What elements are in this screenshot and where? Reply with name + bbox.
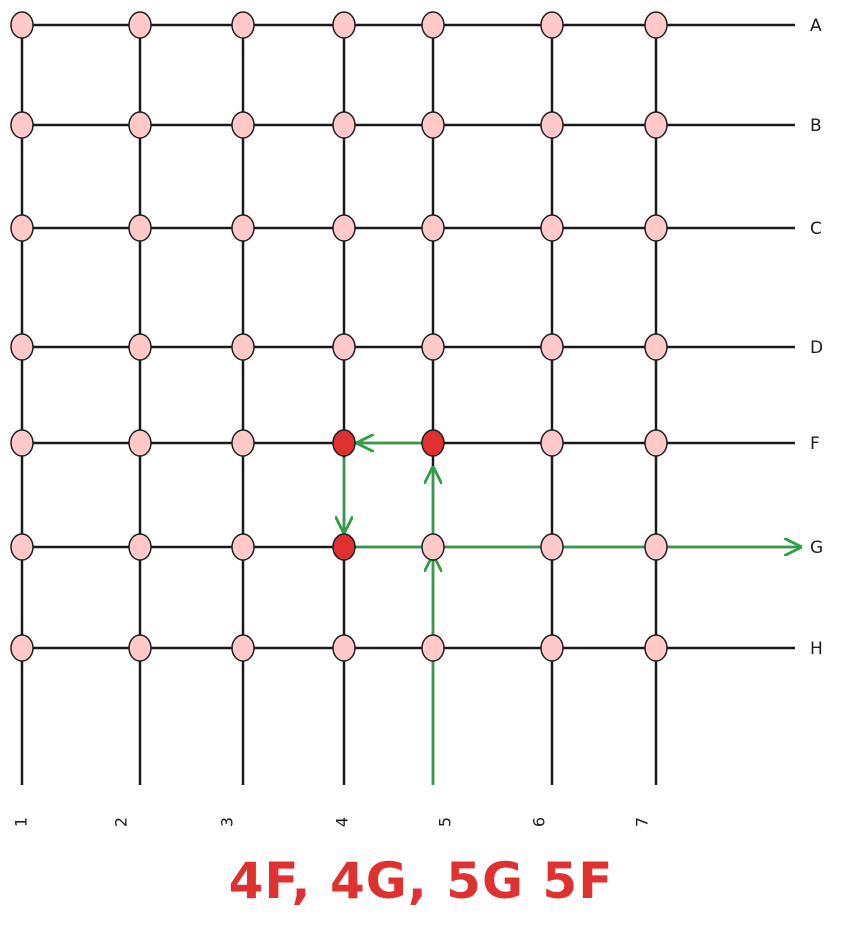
- node-7C: [644, 214, 668, 242]
- node-1H: [10, 634, 34, 662]
- node-2G: [128, 533, 152, 561]
- node-5D: [421, 333, 445, 361]
- column-labels: 1 2 3 4 5 6 7: [12, 817, 652, 827]
- row-label-A: A: [810, 16, 822, 36]
- row-label-C: C: [810, 219, 822, 239]
- row-label-D: D: [810, 338, 823, 358]
- node-4B: [332, 111, 356, 139]
- node-1C: [10, 214, 34, 242]
- grid-lines: [20, 23, 795, 785]
- node-6G: [540, 533, 564, 561]
- node-1G: [10, 533, 34, 561]
- node-7G: [644, 533, 668, 561]
- node-3H: [231, 634, 255, 662]
- node-7H: [644, 634, 668, 662]
- row-label-F: F: [810, 434, 820, 454]
- node-3B: [231, 111, 255, 139]
- node-6D: [540, 333, 564, 361]
- node-6B: [540, 111, 564, 139]
- node-2A: [128, 11, 152, 39]
- column-label-4: 4: [333, 817, 352, 827]
- node-2F: [128, 429, 152, 457]
- node-7B: [644, 111, 668, 139]
- row-label-B: B: [810, 116, 822, 136]
- node-3A: [231, 11, 255, 39]
- node-1F: [10, 429, 34, 457]
- node-7A: [644, 11, 668, 39]
- node-4F: [332, 429, 356, 457]
- node-2C: [128, 214, 152, 242]
- node-2H: [128, 634, 152, 662]
- row-label-H: H: [810, 639, 823, 659]
- node-6C: [540, 214, 564, 242]
- node-5F: [421, 429, 445, 457]
- node-7F: [644, 429, 668, 457]
- node-4G: [332, 533, 356, 561]
- node-4D: [332, 333, 356, 361]
- node-1A: [10, 11, 34, 39]
- node-5G: [421, 533, 445, 561]
- node-6H: [540, 634, 564, 662]
- column-label-3: 3: [218, 817, 237, 827]
- node-3F: [231, 429, 255, 457]
- node-7D: [644, 333, 668, 361]
- node-2B: [128, 111, 152, 139]
- node-4C: [332, 214, 356, 242]
- column-label-1: 1: [12, 817, 31, 827]
- node-3D: [231, 333, 255, 361]
- node-5H: [421, 634, 445, 662]
- node-4H: [332, 634, 356, 662]
- node-4A: [332, 11, 356, 39]
- row-labels: A B C D F G H: [810, 16, 823, 659]
- node-3C: [231, 214, 255, 242]
- node-5A: [421, 11, 445, 39]
- node-5B: [421, 111, 445, 139]
- column-label-7: 7: [633, 817, 652, 827]
- row-label-G: G: [810, 538, 823, 558]
- column-label-6: 6: [530, 817, 549, 827]
- node-1D: [10, 333, 34, 361]
- node-3G: [231, 533, 255, 561]
- path-lines: [344, 443, 800, 785]
- node-2D: [128, 333, 152, 361]
- caption: 4F, 4G, 5G 5F: [228, 852, 614, 910]
- grid-nodes: [10, 11, 668, 662]
- column-label-5: 5: [436, 817, 455, 827]
- column-label-2: 2: [112, 817, 131, 827]
- node-6F: [540, 429, 564, 457]
- node-1B: [10, 111, 34, 139]
- node-5C: [421, 214, 445, 242]
- node-6A: [540, 11, 564, 39]
